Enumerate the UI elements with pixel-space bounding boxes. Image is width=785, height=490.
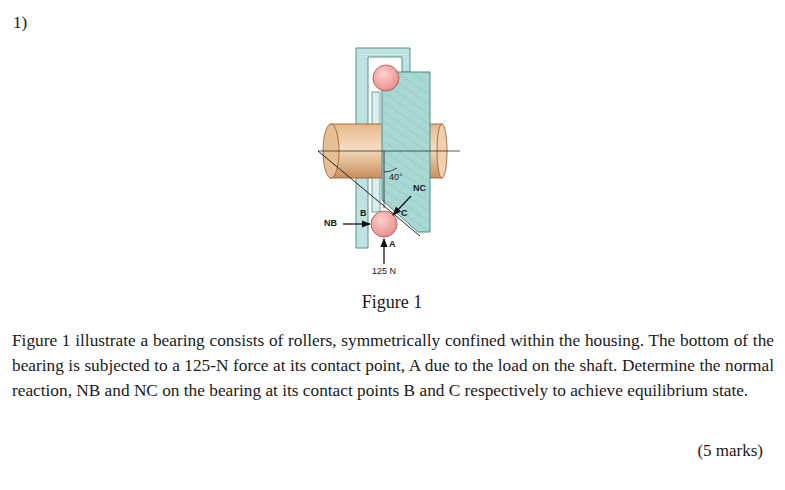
point-label: C bbox=[401, 208, 408, 218]
reference-line bbox=[384, 151, 385, 208]
force-arrow bbox=[383, 239, 384, 264]
force-arrow bbox=[343, 223, 370, 224]
angle-label: 40° bbox=[388, 172, 404, 182]
bearing-disk bbox=[382, 72, 430, 232]
point-label: B bbox=[360, 208, 367, 218]
force-label: NC bbox=[412, 183, 427, 193]
figure-caption: Figure 1 bbox=[362, 292, 423, 313]
force-label: NB bbox=[324, 218, 337, 228]
center-line bbox=[318, 151, 460, 152]
roller bbox=[373, 65, 399, 91]
force-value: 125 N bbox=[372, 266, 396, 276]
contact-line bbox=[318, 151, 420, 236]
problem-statement: Figure 1 illustrate a bearing consists o… bbox=[12, 328, 774, 403]
question-number: 1) bbox=[13, 13, 27, 33]
point-label: A bbox=[389, 239, 396, 249]
marks-note: (5 marks) bbox=[697, 441, 763, 461]
disk-hatching bbox=[382, 72, 430, 232]
